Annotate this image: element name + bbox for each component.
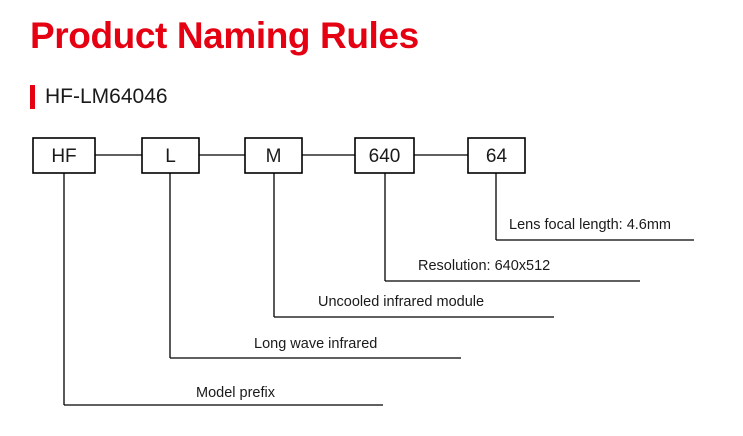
- segment-box-focal: [467, 137, 526, 174]
- segment-label-wave: L: [165, 146, 176, 167]
- segment-label-prefix: HF: [51, 146, 76, 167]
- drop-lines: [63, 173, 497, 405]
- segment-label-resolution: 640: [369, 146, 401, 167]
- model-number-row: HF-LM64046: [30, 83, 168, 111]
- segment-boxes: HF L M 640 64: [32, 137, 526, 174]
- red-accent-bar: [30, 85, 35, 109]
- segment-label-module: M: [266, 146, 282, 167]
- callout-text-focal: Lens focal length: 4.6mm: [509, 217, 671, 233]
- segment-box-module: [244, 137, 303, 174]
- model-number-text: HF-LM64046: [45, 85, 168, 108]
- callout-text-wave: Long wave infrared: [254, 336, 377, 352]
- callout-lines: [64, 239, 694, 406]
- callout-text-module: Uncooled infrared module: [318, 294, 484, 310]
- segment-label-focal: 64: [486, 146, 508, 167]
- segment-box-resolution: [354, 137, 415, 174]
- page-title: Product Naming Rules: [30, 15, 419, 56]
- segment-box-wave: [141, 137, 200, 174]
- segment-box-prefix: [32, 137, 96, 174]
- callout-text-resolution: Resolution: 640x512: [418, 258, 550, 274]
- callout-text-prefix: Model prefix: [196, 385, 276, 401]
